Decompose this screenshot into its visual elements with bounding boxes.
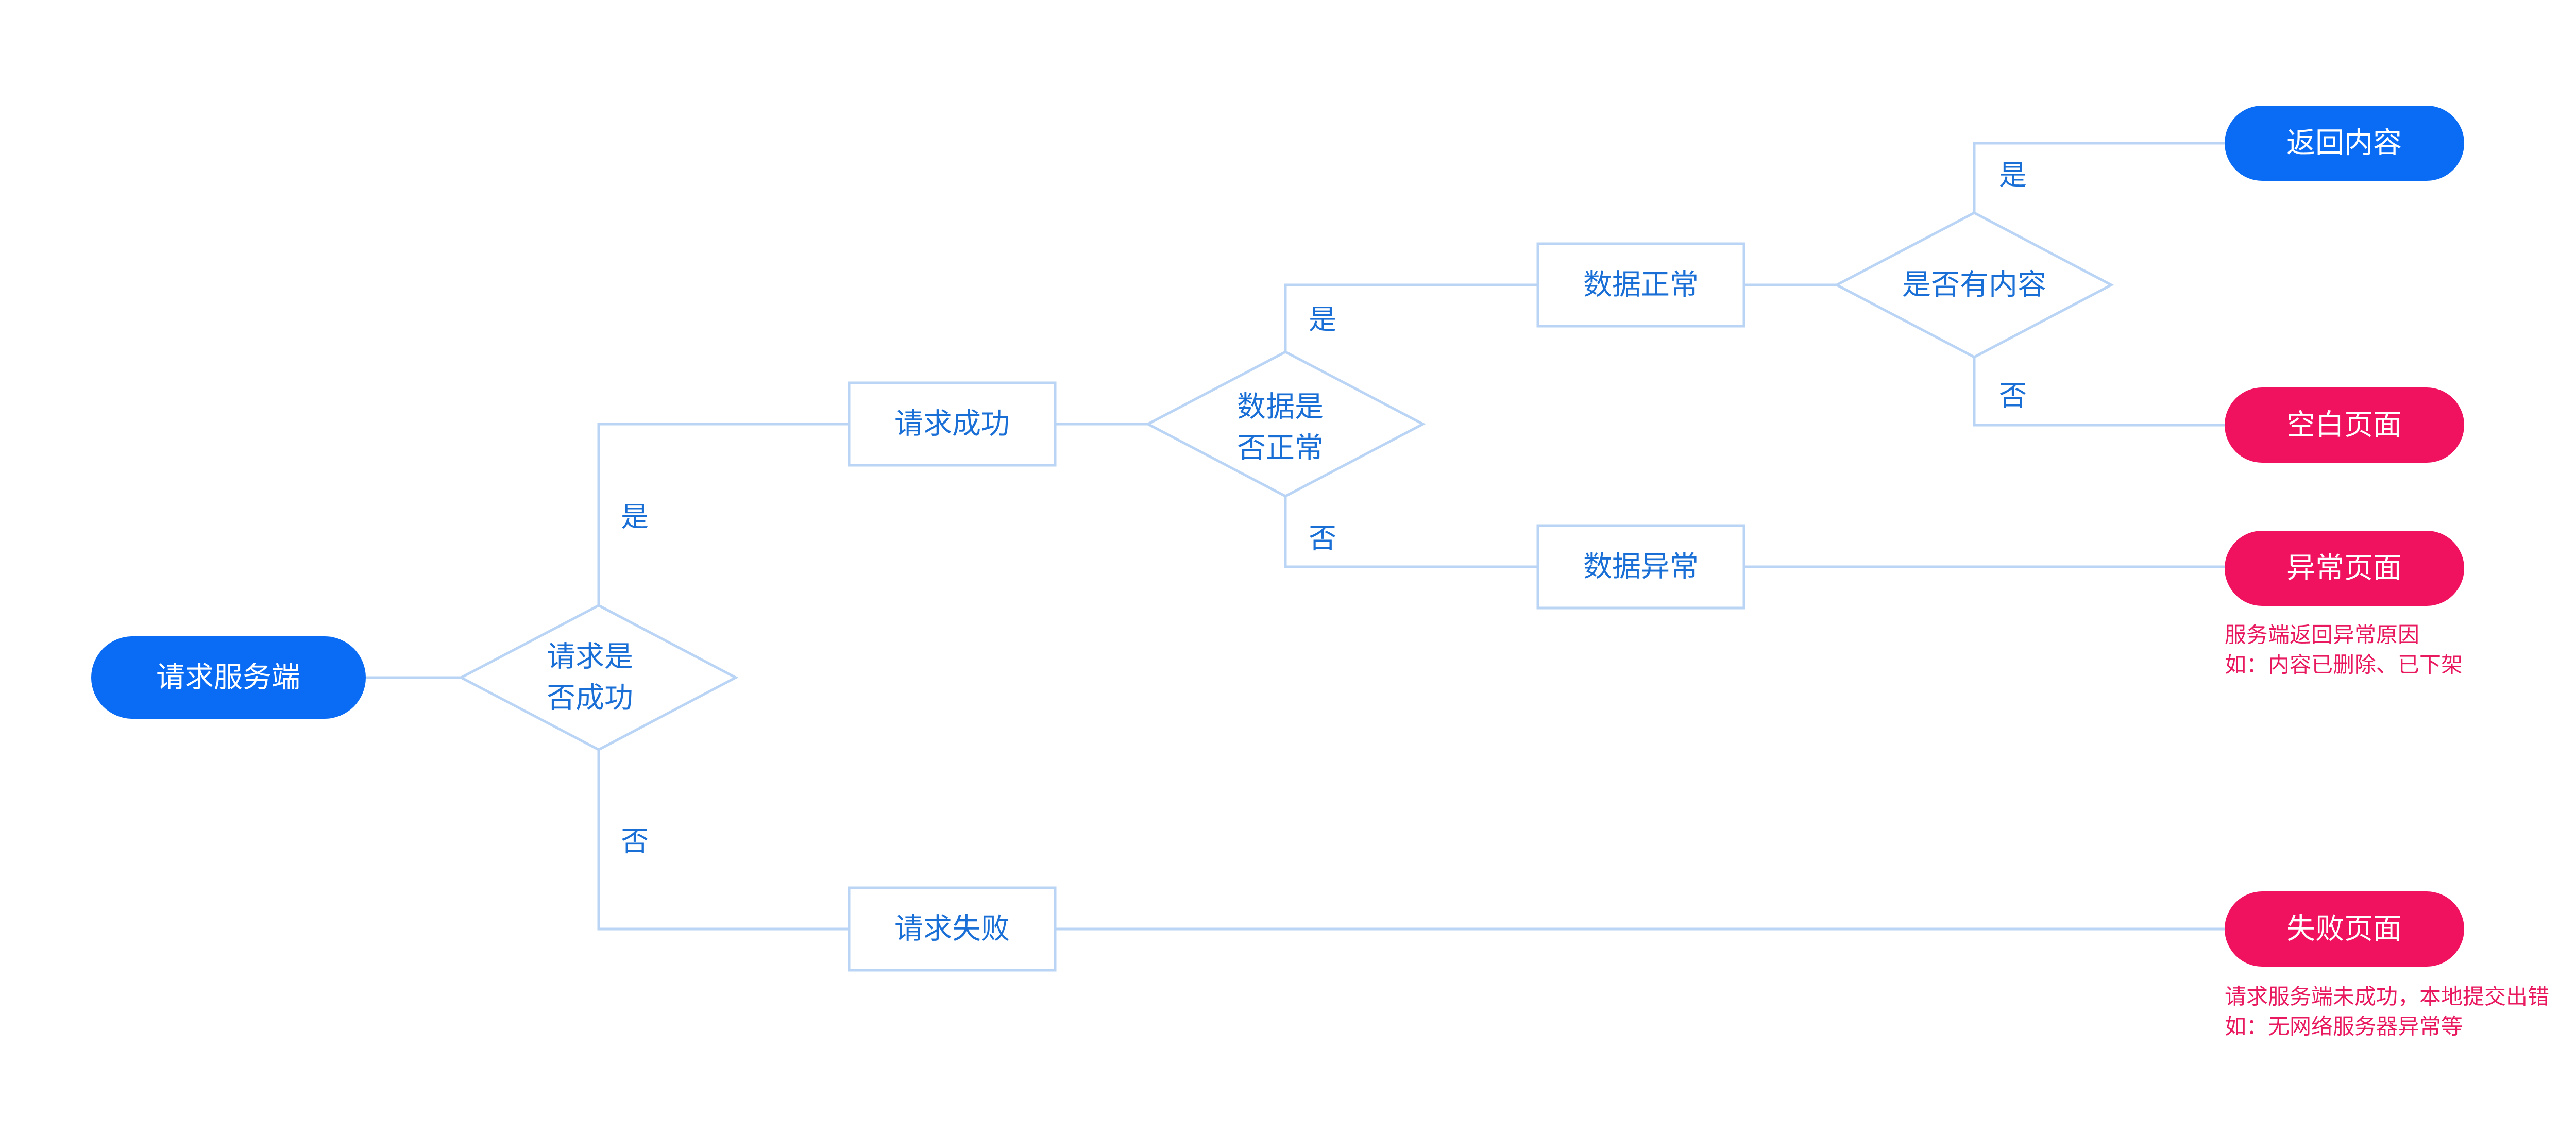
decision-data-normal-line2: 否正常 <box>1237 432 1324 465</box>
box-data-normal-label: 数据正常 <box>1583 268 1699 302</box>
start-pill <box>91 636 366 719</box>
note-fail-page: 请求服务端未成功，本地提交出错 如：无网络服务器异常等 <box>2225 984 2549 1039</box>
connectors <box>366 142 2225 931</box>
decision-diamond-request-success <box>458 604 739 751</box>
node-decision-has-content: 是否有内容 <box>1834 211 2114 359</box>
decision-diamond-has-content <box>1834 211 2114 359</box>
pill-fail-page <box>2225 891 2464 967</box>
pill-return-content <box>2225 106 2464 181</box>
note-fail-page-line2: 如：无网络服务器异常等 <box>2225 1014 2463 1039</box>
node-decision-data-normal: 数据是 否正常 <box>1145 350 1426 498</box>
pill-error-page <box>2225 531 2464 606</box>
edge-label-decision1-no: 否 <box>621 825 649 858</box>
connector-decision2-no <box>1284 496 1538 568</box>
node-data-normal: 数据正常 <box>1536 242 1745 328</box>
connector-decision3-no <box>1973 357 2225 427</box>
pill-fail-page-label: 失败页面 <box>2286 913 2402 946</box>
pill-error-page-label: 异常页面 <box>2286 552 2402 585</box>
decision-request-success-line1: 请求是 <box>547 640 633 674</box>
node-data-abnormal: 数据异常 <box>1536 524 1745 610</box>
decision-data-normal-line1: 数据是 <box>1237 391 1324 424</box>
decision-diamond-data-normal <box>1145 350 1426 498</box>
node-request-fail: 请求失败 <box>848 886 1057 972</box>
edge-label-decision2-yes: 是 <box>1309 303 1336 336</box>
connector-decision1-yes <box>597 423 849 605</box>
connector-decision2-yes <box>1284 283 1538 352</box>
pill-empty-page <box>2225 387 2464 463</box>
note-fail-page-line1: 请求服务端未成功，本地提交出错 <box>2225 984 2549 1009</box>
box-request-success <box>848 381 1057 467</box>
pill-empty-page-label: 空白页面 <box>2286 409 2402 442</box>
note-error-page-line1: 服务端返回异常原因 <box>2225 622 2419 648</box>
box-data-abnormal <box>1536 524 1745 610</box>
pill-return-content-label: 返回内容 <box>2286 127 2402 160</box>
note-error-page: 服务端返回异常原因 如：内容已删除、已下架 <box>2225 622 2463 678</box>
box-request-success-label: 请求成功 <box>894 408 1010 441</box>
edge-label-decision1-yes: 是 <box>621 501 649 533</box>
box-data-abnormal-label: 数据异常 <box>1583 550 1699 584</box>
node-error-page: 异常页面 <box>2225 531 2464 606</box>
box-request-fail <box>848 886 1057 972</box>
edge-label-decision3-no: 否 <box>1999 380 2027 412</box>
connector-decision3-yes <box>1973 142 2225 213</box>
note-error-page-line2: 如：内容已删除、已下架 <box>2225 652 2463 678</box>
node-empty-page: 空白页面 <box>2225 387 2464 463</box>
node-decision-request-success: 请求是 否成功 <box>458 604 739 751</box>
connector-decision1-no <box>597 750 849 931</box>
start-pill-label: 请求服务端 <box>156 661 300 695</box>
node-start: 请求服务端 <box>91 636 366 719</box>
decision-request-success-line2: 否成功 <box>547 682 633 715</box>
node-fail-page: 失败页面 <box>2225 891 2464 967</box>
box-request-fail-label: 请求失败 <box>894 913 1010 946</box>
decision-has-content-label: 是否有内容 <box>1902 268 2046 302</box>
node-request-success: 请求成功 <box>848 381 1057 467</box>
box-data-normal <box>1536 242 1745 328</box>
edge-labels: 是 否 是 否 是 否 <box>621 159 2027 858</box>
edge-label-decision3-yes: 是 <box>1999 159 2027 192</box>
node-return-content: 返回内容 <box>2225 106 2464 181</box>
edge-label-decision2-no: 否 <box>1309 522 1336 555</box>
